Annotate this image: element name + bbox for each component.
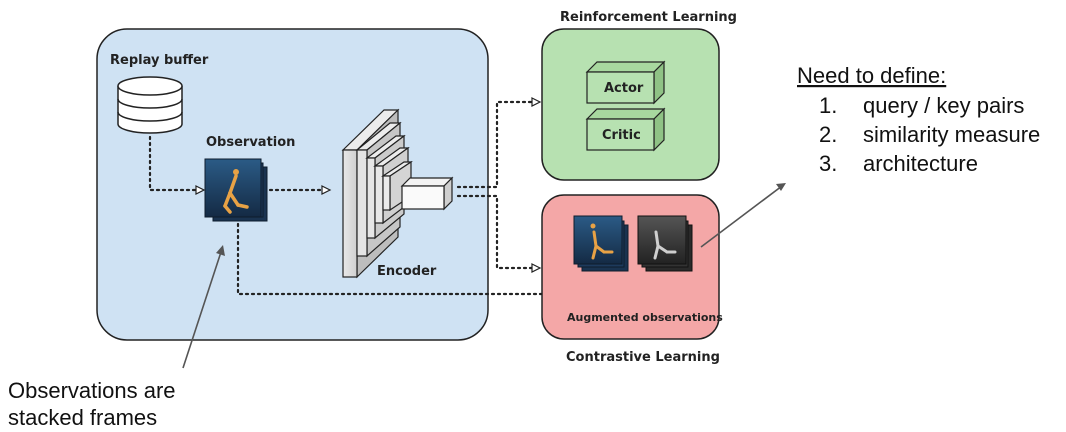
define-item-number: 2. — [819, 122, 837, 147]
replay-buffer-label: Replay buffer — [110, 53, 209, 68]
define-list: 1. query / key pairs 2. similarity measu… — [819, 93, 1040, 176]
encoder-to-rl-arrow — [456, 100, 534, 189]
augmented-frames-color-icon — [573, 215, 629, 272]
observations-note-line1: Observations are — [8, 378, 176, 403]
define-heading: Need to define: — [797, 63, 946, 88]
contrastive-title: Contrastive Learning — [566, 350, 720, 365]
define-pointer-arrow — [700, 185, 783, 248]
define-item-number: 1. — [819, 93, 837, 118]
define-item-number: 3. — [819, 151, 837, 176]
rl-panel — [541, 28, 720, 181]
augmented-frames-gray-icon — [637, 215, 693, 272]
critic-block — [585, 107, 666, 152]
define-item-text: architecture — [863, 151, 978, 176]
encoder-to-contrastive-arrow — [456, 194, 534, 270]
encoder-label: Encoder — [377, 264, 437, 279]
observations-note-line2: stacked frames — [8, 405, 157, 430]
observation-label: Observation — [206, 135, 295, 150]
augmented-label: Augmented observations — [567, 311, 723, 324]
observation-frames-icon — [204, 158, 268, 222]
rl-title: Reinforcement Learning — [560, 10, 737, 25]
observations-pointer-arrow — [182, 251, 222, 369]
agent-panel — [96, 28, 489, 341]
buffer-to-observation-arrow — [148, 135, 198, 192]
actor-label: Actor — [604, 81, 644, 96]
actor-block — [585, 60, 666, 105]
database-icon — [117, 76, 183, 134]
critic-label: Critic — [602, 128, 641, 143]
define-item-text: similarity measure — [863, 122, 1040, 147]
encoder-icon — [341, 108, 454, 279]
define-item-text: query / key pairs — [863, 93, 1024, 118]
